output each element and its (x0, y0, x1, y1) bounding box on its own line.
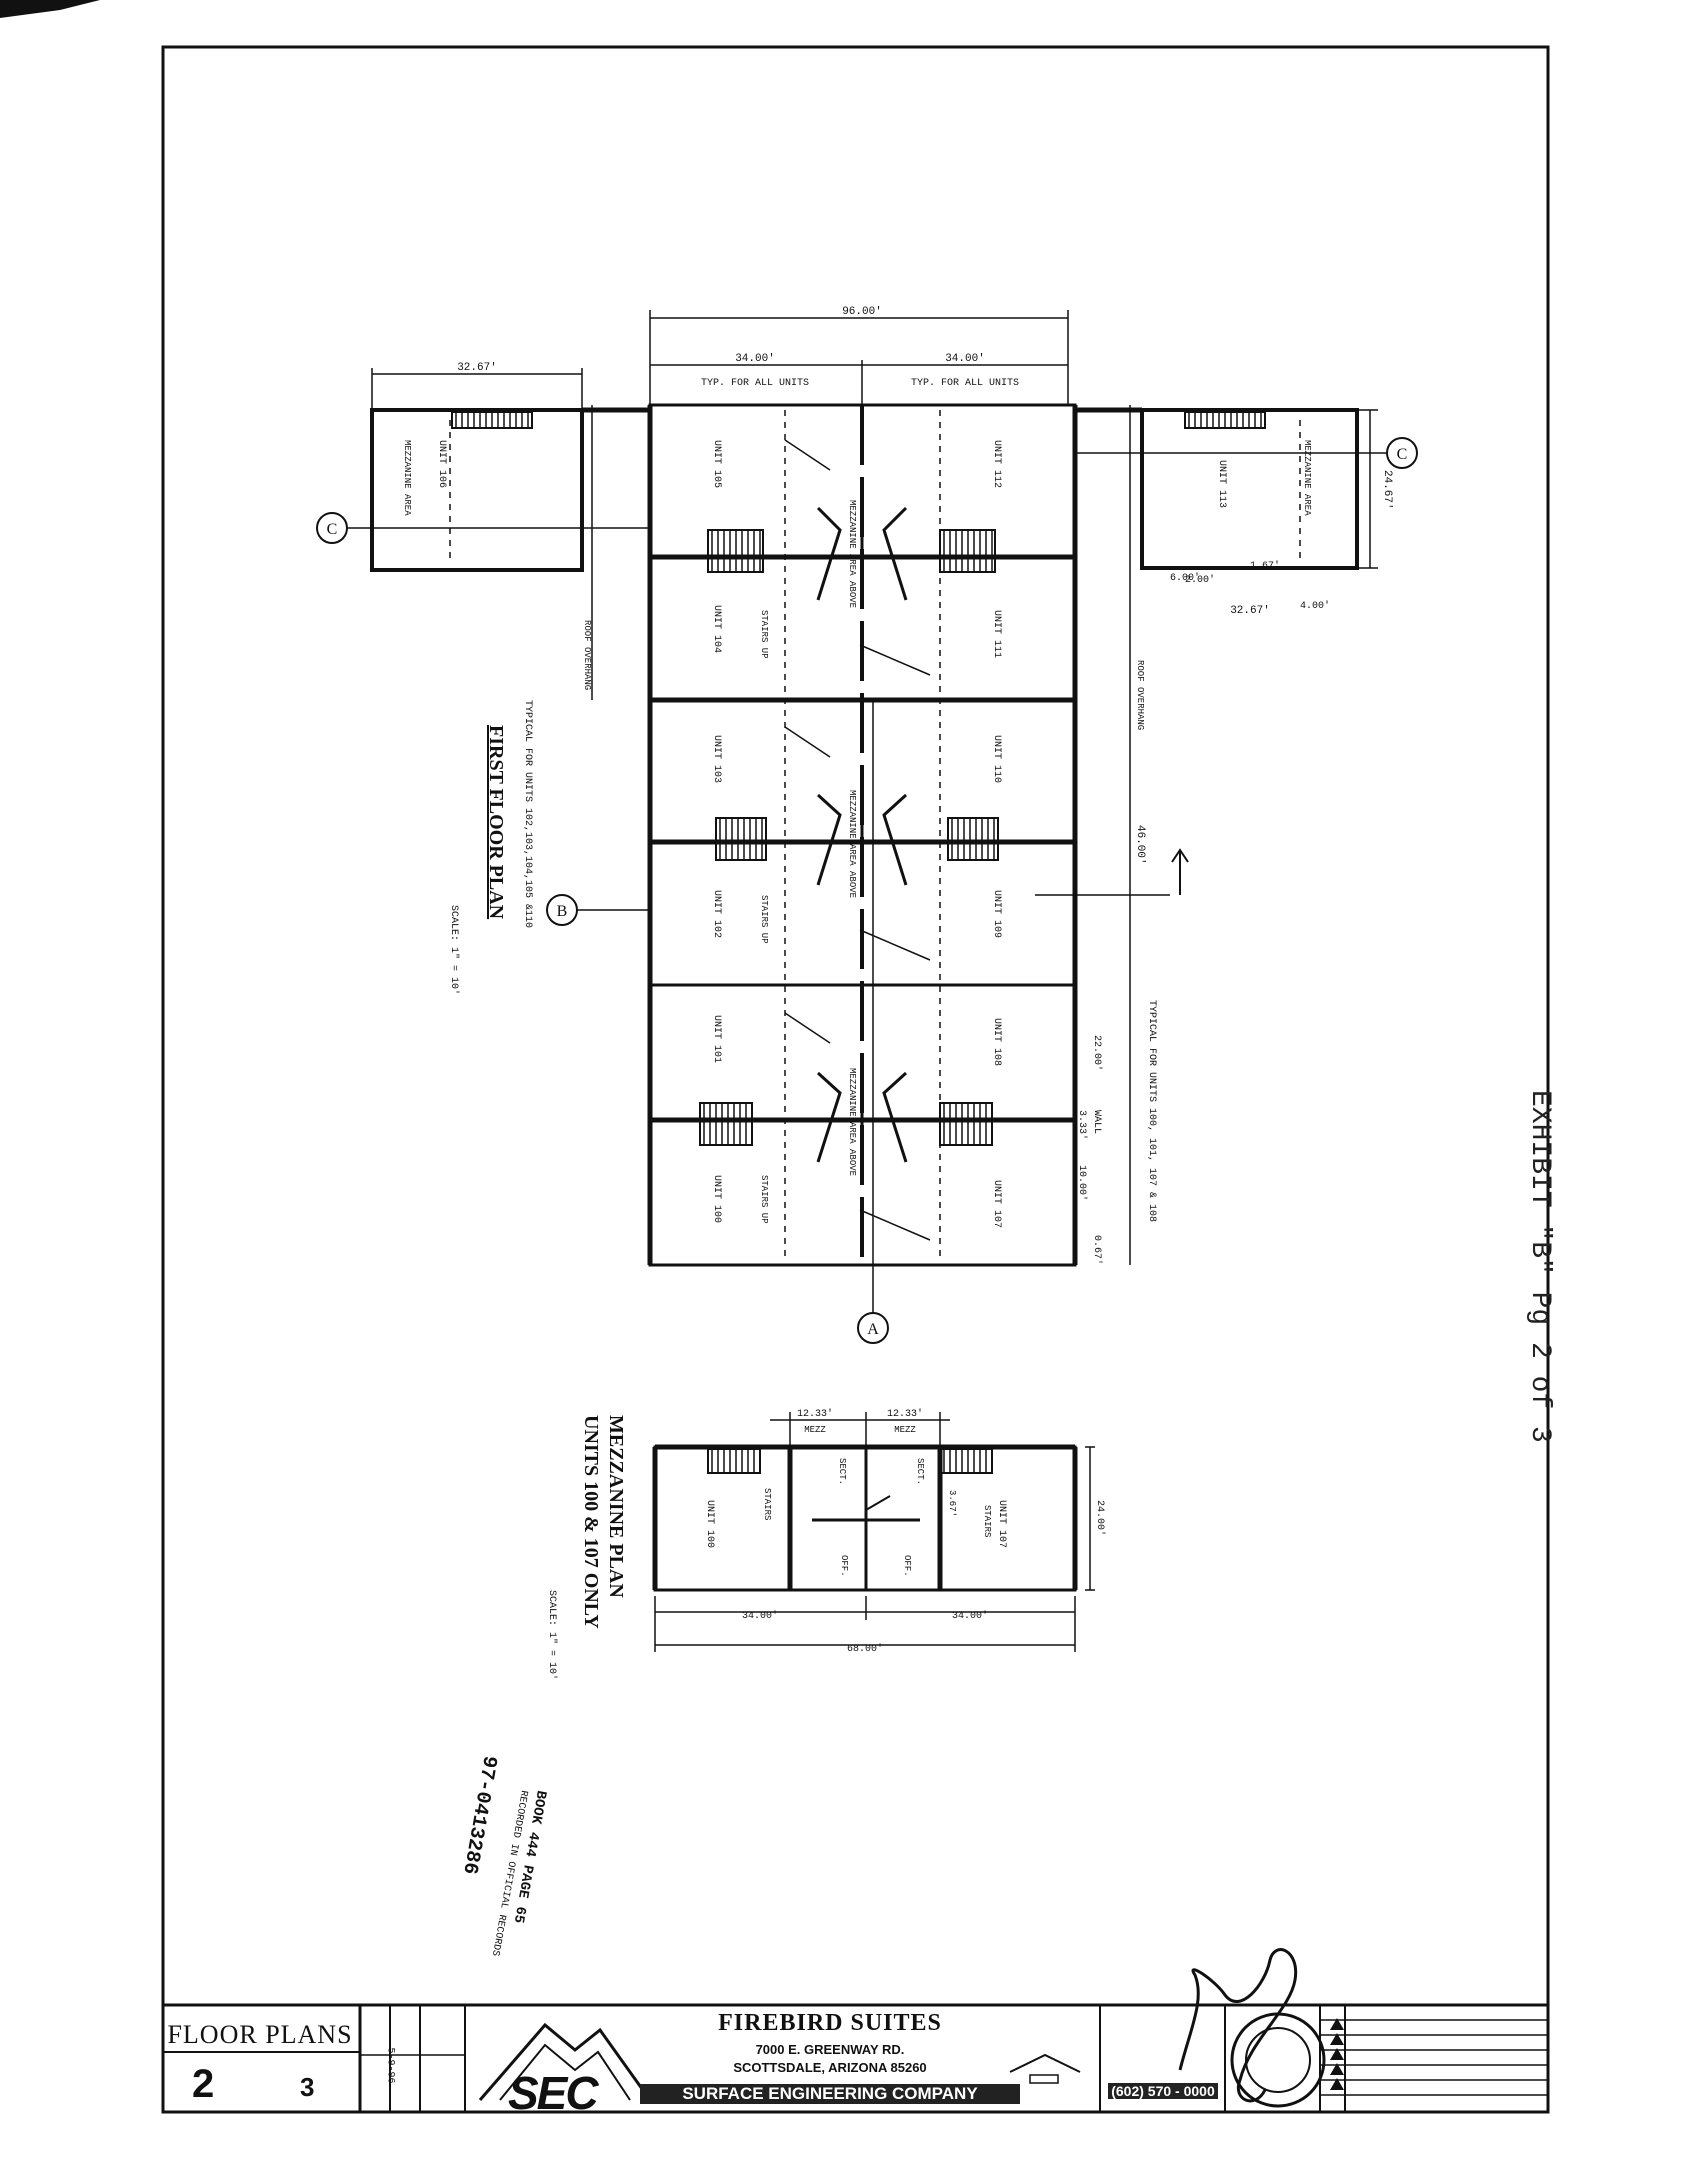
stairs-up-label: STAIRS UP (759, 1175, 769, 1224)
dim-10: 10.00' (1076, 1165, 1088, 1201)
mezz-subtitle: UNITS 100 & 107 ONLY (580, 1415, 602, 1629)
unit-label: UNIT 103 (711, 735, 722, 783)
mezz-dim-bottom1: 34.00' (742, 1610, 778, 1622)
stairs-up-label: STAIRS UP (759, 895, 769, 944)
typ-units-right: TYPICAL FOR UNITS 100, 101, 107 & 108 (1146, 1000, 1157, 1222)
dim-067: 0.67' (1091, 1235, 1103, 1265)
project-address-line2: SCOTTSDALE, ARIZONA 85260 (733, 2060, 927, 2075)
sheet-border (161, 45, 1550, 2114)
left-wing (370, 408, 584, 572)
sheet-title: FLOOR PLANS (167, 2020, 353, 2049)
mezz-title: MEZZANINE PLAN (605, 1415, 627, 1598)
mezz-area-label: MEZZANINE AREA (1302, 440, 1312, 516)
dim-400: 4.00' (1300, 600, 1330, 612)
dim-right-half: 34.00' (945, 353, 985, 365)
stairs-up-label: STAIRS UP (759, 610, 769, 659)
unit-label: UNIT 110 (991, 735, 1002, 783)
first-floor-title: FIRST FLOOR PLAN (485, 725, 507, 920)
dim-wall: WALL (1091, 1110, 1102, 1134)
mezz-sect-label: SECT. (915, 1458, 925, 1485)
company-phone: (602) 570 - 0000 (1108, 2083, 1218, 2099)
sec-mountain-logo (478, 2022, 652, 2101)
mezz-above-label: MEZZANINE AREA ABOVE (847, 500, 857, 608)
mezz-label-top1: MEZZ (804, 1425, 826, 1435)
unit-label: UNIT 111 (991, 610, 1002, 658)
unit-label: UNIT 102 (711, 890, 722, 938)
first-floor-plan (316, 310, 1418, 1344)
mezzanine-plan (652, 1412, 1095, 1652)
unit-label: UNIT 105 (711, 440, 722, 488)
mezz-area-label: MEZZANINE AREA (402, 440, 412, 516)
dim-wing-right: 32.67' (1230, 605, 1270, 617)
exhibit-label: EXHIBIT "B" Pg 2 of 3 (1524, 1090, 1555, 1443)
project-name: FIREBIRD SUITES (718, 2010, 942, 2036)
mezz-off-label: OFF. (902, 1555, 912, 1577)
first-floor-scale: SCALE: 1" = 10' (448, 905, 460, 995)
mezz-dim-bottom2: 34.00' (952, 1610, 988, 1622)
sheet-total: 3 (300, 2072, 315, 2102)
roof-overhang-left: ROOF OVERHANG (582, 620, 592, 690)
mezz-dim-top2: 12.33' (887, 1408, 923, 1420)
unit-label: UNIT 101 (711, 1015, 722, 1063)
mezz-dim-small: 3.67' (947, 1490, 957, 1517)
mezz-dim-depth: 24.00' (1094, 1500, 1106, 1536)
mezz-stairs-label: STAIRS (762, 1488, 772, 1520)
title-block (161, 1948, 1548, 2114)
mezz-dim-top1: 12.33' (797, 1408, 833, 1420)
unit-label: UNIT 100 (711, 1175, 722, 1223)
unit-label: UNIT 108 (991, 1018, 1002, 1066)
first-floor-note: TYPICAL FOR UNITS 102,103,104,105 &110 (522, 700, 533, 928)
dim-left-half: 34.00' (735, 353, 775, 365)
mezz-above-label: MEZZANINE AREA ABOVE (847, 1068, 857, 1176)
mezz-stairs-label: STAIRS (982, 1505, 992, 1537)
first-floor-labels: 96.00' 34.00' 34.00' TYP. FOR ALL UNITS … (327, 306, 1408, 1338)
unit-label: UNIT 113 (1216, 460, 1227, 508)
dim-overall: 96.00' (842, 306, 882, 318)
grid-label-c: C (327, 521, 338, 538)
dim-200: 2.00' (1185, 574, 1215, 586)
dim-wing-left: 32.67' (457, 362, 497, 374)
dim-167: 1.67' (1250, 560, 1280, 572)
dim-333: 3.33' (1076, 1110, 1088, 1140)
grid-label-c: C (1397, 446, 1408, 463)
project-address-line1: 7000 E. GREENWAY RD. (755, 2042, 905, 2057)
sheet-number: 2 (192, 2062, 215, 2106)
mezz-label-top2: MEZZ (894, 1425, 916, 1435)
grid-label-b: B (557, 903, 568, 920)
unit-label: UNIT 109 (991, 890, 1002, 938)
unit-label: UNIT 104 (711, 605, 722, 653)
grid-label-a: A (867, 1321, 879, 1338)
right-wing (1140, 408, 1359, 570)
mezz-dim-total: 68.00' (847, 1643, 883, 1655)
stamp-line3: 97-0413286 (457, 1754, 500, 1876)
dim-typ-left: TYP. FOR ALL UNITS (701, 378, 809, 389)
dim-wing-right-depth: 24.67' (1381, 470, 1393, 510)
mezzanine-labels: 12.33' 12.33' MEZZ MEZZ 24.00' 34.00' 34… (546, 1408, 1106, 1680)
mezz-unit-107: UNIT 107 (996, 1500, 1007, 1548)
unit-label: UNIT 107 (991, 1180, 1002, 1228)
mezz-off-label: OFF. (839, 1555, 849, 1577)
mezz-unit-100: UNIT 100 (704, 1500, 715, 1548)
dim-typ-right: TYP. FOR ALL UNITS (911, 378, 1019, 389)
mezz-sect-label: SECT. (837, 1458, 847, 1485)
sec-logo-text: SEC (508, 2067, 599, 2119)
company-name: SURFACE ENGINEERING COMPANY (640, 2084, 1020, 2104)
mezz-above-label: MEZZANINE AREA ABOVE (847, 790, 857, 898)
roof-overhang-right: ROOF OVERHANG (1135, 660, 1145, 730)
unit-label: UNIT 112 (991, 440, 1002, 488)
signature (1178, 1948, 1298, 2103)
unit-label: UNIT 106 (436, 440, 447, 488)
dim-22: 22.00' (1091, 1035, 1103, 1071)
dim-bay-depth: 46.00' (1134, 825, 1146, 865)
mezz-scale: SCALE: 1" = 10' (546, 1590, 558, 1680)
dim-600: 6.00' (1170, 572, 1200, 584)
drawing-date: 5-9-96 (384, 2047, 396, 2084)
scan-mark (0, 0, 100, 18)
recording-stamp: BOOK 444 PAGE 65 RECORDED IN OFFICIAL RE… (457, 1754, 549, 1957)
